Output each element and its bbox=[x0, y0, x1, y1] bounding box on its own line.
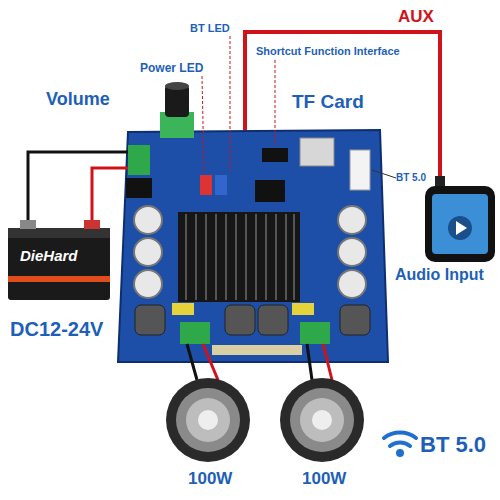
inductors bbox=[135, 305, 370, 335]
led bbox=[200, 175, 212, 195]
wireless-icon bbox=[384, 432, 416, 446]
battery bbox=[8, 228, 110, 300]
part-label: BT 5.0 bbox=[396, 172, 426, 183]
speaker-wire bbox=[307, 344, 312, 380]
leader-line bbox=[372, 170, 396, 178]
part-label: TF Card bbox=[292, 92, 364, 113]
play-button bbox=[448, 216, 472, 240]
bluetooth-label: BT 5.0 bbox=[420, 433, 486, 457]
phone-screen bbox=[432, 194, 488, 254]
battery-wire bbox=[92, 168, 128, 222]
yellow-cap bbox=[172, 303, 194, 315]
brand-label: DieHard bbox=[20, 248, 78, 265]
dc-jack bbox=[126, 178, 152, 198]
speaker-terminal bbox=[180, 322, 210, 344]
leader-line bbox=[202, 76, 204, 172]
header-pins bbox=[262, 148, 288, 162]
part-label: Power LED bbox=[140, 62, 203, 75]
knob-top bbox=[165, 82, 189, 90]
power-terminal bbox=[128, 145, 150, 175]
yellow-cap bbox=[292, 303, 314, 315]
chip bbox=[255, 180, 285, 202]
bt-antenna bbox=[350, 150, 370, 190]
speaker-terminal bbox=[300, 322, 330, 344]
battery-top bbox=[8, 228, 110, 238]
capacitors bbox=[134, 206, 366, 298]
play-icon bbox=[456, 221, 467, 235]
leader-line bbox=[230, 36, 231, 172]
phone bbox=[425, 186, 495, 262]
power-rating: 100W bbox=[188, 470, 232, 489]
leader-line bbox=[275, 60, 276, 146]
heatsink-fins bbox=[186, 214, 294, 300]
part-label: Shortcut Function Interface bbox=[256, 45, 400, 57]
battery-terminal bbox=[84, 220, 100, 229]
part-label: Audio Input bbox=[395, 266, 484, 284]
part-label: BT LED bbox=[190, 22, 230, 34]
battery-terminal bbox=[20, 220, 36, 229]
speaker-wire bbox=[323, 344, 332, 380]
part-label: Volume bbox=[46, 90, 110, 110]
battery-wire bbox=[28, 152, 128, 222]
wireless-dot bbox=[396, 449, 404, 457]
pin-header bbox=[212, 345, 302, 355]
power-rating: 100W bbox=[302, 470, 346, 489]
speaker bbox=[280, 378, 364, 462]
circuit-board bbox=[118, 130, 388, 362]
speaker-wire bbox=[187, 344, 197, 380]
voltage-label: DC12-24V bbox=[10, 318, 103, 340]
speaker bbox=[166, 378, 250, 462]
heatsink bbox=[178, 212, 300, 302]
tf-slot bbox=[300, 138, 334, 166]
cable-label: AUX bbox=[398, 8, 434, 27]
battery-stripe bbox=[8, 276, 110, 282]
led bbox=[215, 175, 227, 195]
speaker-wire bbox=[203, 344, 218, 380]
